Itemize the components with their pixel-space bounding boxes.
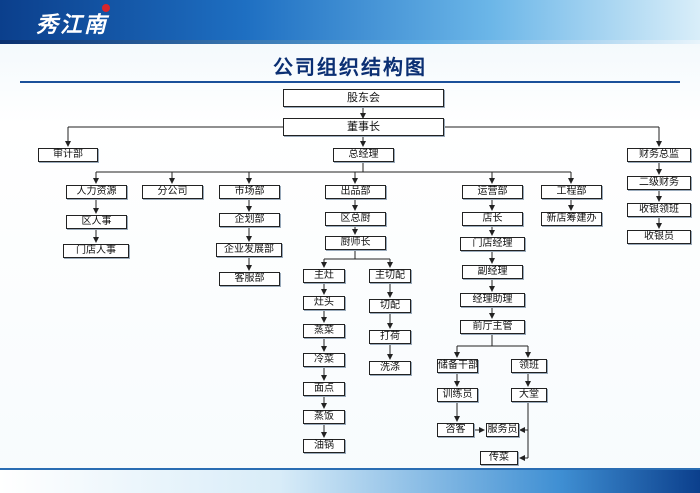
node-shenjibu: 审计部 (38, 148, 98, 162)
node-zongjingli: 总经理 (333, 148, 394, 162)
node-mendianrenshi: 门店人事 (63, 244, 129, 258)
node-yunyingbu: 运营部 (462, 185, 523, 199)
node-datang: 大堂 (511, 388, 547, 402)
node-qiepei: 切配 (369, 299, 411, 313)
node-qihuabu: 企划部 (219, 213, 280, 227)
node-shouyinlingban: 收银领班 (627, 203, 691, 217)
header-band (0, 0, 700, 40)
node-jinglizhuli: 经理助理 (460, 293, 525, 307)
node-fengongsi: 分公司 (142, 185, 203, 199)
node-lingban: 领班 (511, 359, 547, 373)
node-xindianchoujianban: 新店筹建办 (541, 212, 602, 226)
node-qiantingzhuguan: 前厅主管 (460, 320, 525, 334)
node-dianzhang: 店长 (462, 212, 523, 226)
node-xunlianyuan: 训练员 (437, 388, 478, 402)
node-youguo: 油锅 (303, 439, 345, 453)
footer-band (0, 470, 700, 493)
footer-line (0, 468, 700, 470)
node-quyurenshi: 区人事 (66, 215, 127, 229)
node-dahe: 打荷 (369, 330, 411, 344)
node-zhengcai: 蒸菜 (303, 324, 345, 338)
node-shichangbu: 市场部 (219, 185, 280, 199)
node-zaotou: 灶头 (303, 296, 345, 310)
node-caiwuzongjian: 财务总监 (627, 148, 691, 162)
node-renliziyuan: 人力资源 (66, 185, 127, 199)
node-erjicaiwu: 二级财务 (627, 176, 691, 190)
node-chubeiganbu: 储备干部 (437, 359, 478, 373)
header-stripe (0, 40, 700, 44)
node-miandian: 面点 (303, 382, 345, 396)
node-zike: 咨客 (437, 423, 474, 437)
node-chuancai: 传菜 (480, 451, 518, 465)
node-quzongchu: 区总厨 (325, 212, 386, 226)
node-lengcai: 冷菜 (303, 353, 345, 367)
node-shouyinyuan: 收银员 (627, 230, 691, 244)
page-title: 公司组织结构图 (273, 55, 427, 79)
brand-logo: 秀江南 (36, 4, 110, 38)
node-kefubu: 客服部 (219, 272, 280, 286)
node-dongshizhang: 董事长 (283, 118, 444, 136)
node-zhuqiepei: 主切配 (369, 269, 411, 283)
node-chupinbu: 出品部 (325, 185, 386, 199)
node-gudonghui: 股东会 (283, 89, 444, 107)
node-chushizhang: 厨师长 (325, 236, 386, 250)
node-mendianjingli: 门店经理 (460, 237, 525, 251)
node-gongchengbu: 工程部 (541, 185, 602, 199)
node-fujingli: 副经理 (462, 265, 523, 279)
node-zhengfan: 蒸饭 (303, 410, 345, 424)
node-zhuzao: 主灶 (303, 269, 345, 283)
node-fuwuyuan: 服务员 (486, 423, 519, 437)
title-underline (20, 81, 680, 83)
node-qiyefazhanbu: 企业发展部 (216, 243, 282, 257)
node-xidi: 洗涤 (369, 361, 411, 375)
logo-mark-icon (102, 4, 110, 12)
logo-text: 秀江南 (36, 12, 109, 38)
